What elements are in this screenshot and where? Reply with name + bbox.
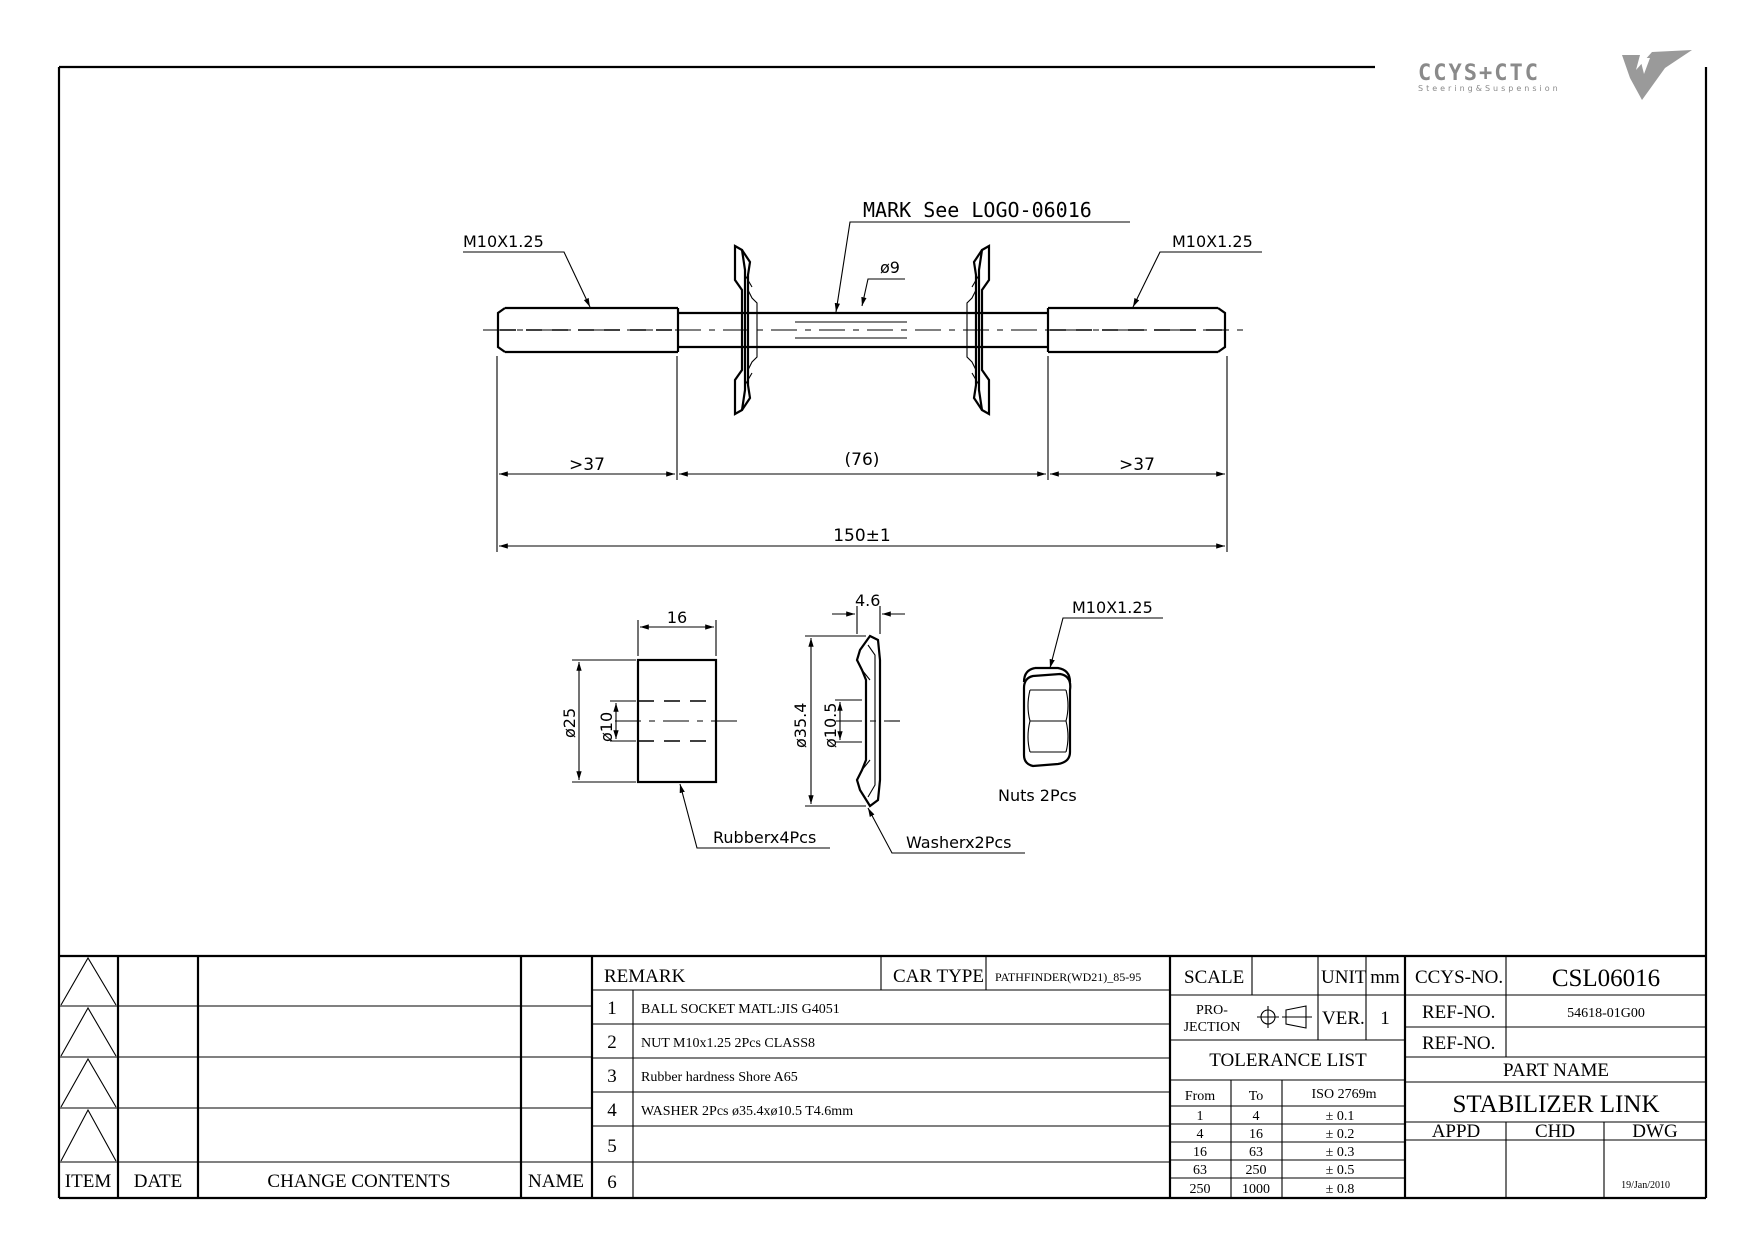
tol-header-from: From — [1185, 1089, 1215, 1104]
tol-from: 250 — [1190, 1182, 1211, 1197]
tol-header-to: To — [1249, 1089, 1264, 1104]
car-type-value: PATHFINDER(WD21)_85-95 — [995, 970, 1141, 984]
col-date: DATE — [134, 1171, 183, 1192]
rubber-label: Rubberx4Pcs — [713, 828, 816, 847]
projection-label-2: JECTION — [1184, 1020, 1241, 1035]
dwg-label: DWG — [1632, 1121, 1678, 1142]
thread-left-label: M10X1.25 — [463, 232, 544, 251]
tol-value: ± 0.2 — [1326, 1127, 1355, 1142]
remark-text: Rubber hardness Shore A65 — [641, 1070, 798, 1085]
part-name-value: STABILIZER LINK — [1453, 1091, 1660, 1118]
tol-header-iso: ISO 2769m — [1312, 1087, 1377, 1102]
logo-mark-icon — [1622, 50, 1692, 100]
tol-from: 1 — [1197, 1109, 1204, 1124]
drawing-frame — [57, 65, 1708, 1200]
scale-label: SCALE — [1184, 967, 1244, 988]
revision-table: ITEM DATE CHANGE CONTENTS NAME — [59, 956, 594, 1198]
dim-center-label: (76) — [845, 450, 880, 470]
specs-table: SCALE UNIT mm PRO- JECTION VER. 1 TOLERA… — [1168, 956, 1405, 1198]
ref-no-value: 54618-01G00 — [1567, 1006, 1645, 1021]
ccys-no-value: CSL06016 — [1552, 965, 1660, 992]
rubber-detail: 16 ø25 ø10 Rubberx4Pcs — [560, 608, 830, 849]
dim-total-label: 150±1 — [833, 526, 891, 546]
tol-value: ± 0.5 — [1326, 1163, 1355, 1178]
ref-no-label: REF-NO. — [1422, 1002, 1495, 1023]
ver-value: 1 — [1380, 1008, 1390, 1029]
remark-header: REMARK — [604, 966, 686, 987]
car-type-label: CAR TYPE — [893, 966, 984, 987]
ver-label: VER. — [1322, 1008, 1365, 1029]
remark-no: 5 — [607, 1136, 617, 1157]
mark-note: MARK See LOGO-06016 — [863, 198, 1092, 222]
washer-detail: 4.6 ø35.4 ø10.5 Washerx2Pcs — [791, 591, 1025, 854]
col-change-contents: CHANGE CONTENTS — [267, 1171, 450, 1192]
tol-from: 4 — [1197, 1127, 1204, 1142]
dim-right-label: >37 — [1119, 455, 1155, 475]
remark-text: WASHER 2Pcs ø35.4xø10.5 T4.6mm — [641, 1104, 853, 1119]
rubber-od-label: ø25 — [560, 708, 579, 738]
rubber-width-label: 16 — [667, 608, 687, 627]
nut-label: Nuts 2Pcs — [998, 786, 1077, 805]
rod-diameter-label: ø9 — [880, 258, 900, 277]
ccys-no-label: CCYS-NO. — [1415, 967, 1503, 988]
unit-label: UNIT — [1321, 967, 1367, 988]
remark-no: 6 — [607, 1172, 617, 1193]
nut-thread-label: M10X1.25 — [1072, 598, 1153, 617]
nut-detail: Nuts 2Pcs M10X1.25 — [998, 598, 1163, 805]
washer-thickness-label: 4.6 — [855, 591, 880, 610]
remark-table: REMARK CAR TYPE PATHFINDER(WD21)_85-95 1… — [592, 956, 1170, 1198]
logo-tagline: Steering&Suspension — [1418, 84, 1561, 93]
rubber-id-label: ø10 — [597, 712, 616, 742]
appd-label: APPD — [1432, 1121, 1481, 1142]
col-name: NAME — [528, 1171, 584, 1192]
company-logo: CCYS+CTC Steering&Suspension — [1418, 50, 1692, 100]
remark-no: 1 — [607, 998, 617, 1019]
remark-text: NUT M10x1.25 2Pcs CLASS8 — [641, 1036, 815, 1051]
washer-label: Washerx2Pcs — [906, 833, 1012, 852]
remark-no: 4 — [607, 1100, 617, 1121]
tol-value: ± 0.3 — [1326, 1145, 1355, 1160]
part-info-table: CCYS-NO. CSL06016 REF-NO. 54618-01G00 RE… — [1403, 956, 1706, 1198]
projection-label: PRO- — [1196, 1003, 1228, 1018]
tol-value: ± 0.8 — [1326, 1182, 1355, 1197]
tol-value: ± 0.1 — [1326, 1109, 1355, 1124]
washer-assembly-left — [733, 244, 758, 416]
remark-text: BALL SOCKET MATL:JIS G4051 — [641, 1002, 840, 1017]
thread-right-label: M10X1.25 — [1172, 232, 1253, 251]
revision-triangle-icon — [60, 956, 117, 1162]
drawing-date: 19/Jan/2010 — [1621, 1180, 1670, 1191]
part-name-label: PART NAME — [1503, 1060, 1609, 1081]
washer-od-label: ø35.4 — [791, 703, 810, 748]
col-item: ITEM — [65, 1171, 112, 1192]
tol-from: 16 — [1193, 1145, 1207, 1160]
tol-from: 63 — [1193, 1163, 1207, 1178]
unit-value: mm — [1370, 967, 1400, 988]
tol-to: 1000 — [1242, 1182, 1270, 1197]
ref-no-label-2: REF-NO. — [1422, 1033, 1495, 1054]
remark-no: 3 — [607, 1066, 617, 1087]
washer-assembly-right — [966, 244, 991, 416]
washer-id-label: ø10.5 — [821, 703, 840, 748]
stud-main-view: MARK See LOGO-06016 ø9 M10X1.25 M10X1.25… — [463, 198, 1262, 552]
tolerance-title: TOLERANCE LIST — [1209, 1050, 1367, 1071]
title-block: ITEM DATE CHANGE CONTENTS NAME REMARK CA… — [59, 954, 1706, 1198]
projection-symbol-icon — [1257, 1005, 1312, 1029]
tol-to: 250 — [1246, 1163, 1267, 1178]
tol-to: 63 — [1249, 1145, 1263, 1160]
dim-left-label: >37 — [569, 455, 605, 475]
logo-brand: CCYS+CTC — [1418, 61, 1540, 86]
chd-label: CHD — [1535, 1121, 1575, 1142]
tol-to: 4 — [1253, 1109, 1260, 1124]
remark-no: 2 — [607, 1032, 617, 1053]
tol-to: 16 — [1249, 1127, 1263, 1142]
